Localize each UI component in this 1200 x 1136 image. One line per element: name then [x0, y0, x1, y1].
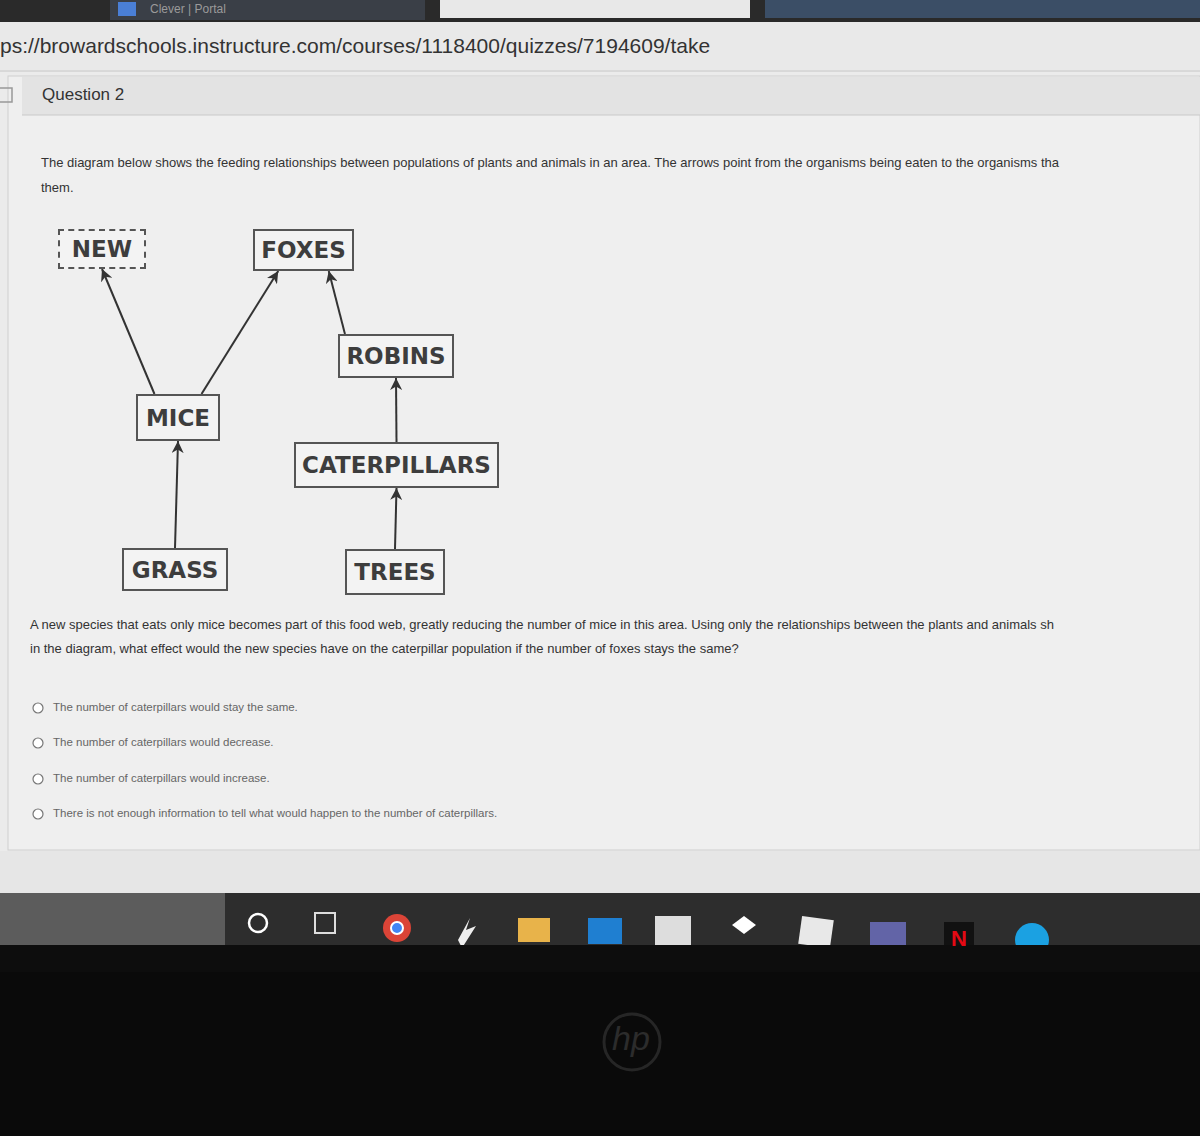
- laptop-logo: hp: [612, 1018, 650, 1059]
- organism-name: GRASS: [132, 557, 219, 583]
- feeding-arrow: [102, 269, 154, 394]
- taskview-icon: [315, 913, 335, 933]
- store-icon: [655, 916, 691, 948]
- tab-icon: [118, 2, 136, 16]
- laptop-bezel: [0, 972, 1200, 1136]
- page-bottom: [0, 851, 1200, 893]
- dropbox-icon: [732, 916, 756, 934]
- mail-icon: [588, 918, 622, 944]
- browser-tab: [440, 0, 750, 18]
- organism-box: CATERPILLARS: [294, 442, 499, 488]
- chrome-icon: [391, 922, 403, 934]
- question-title: Question 2: [42, 85, 124, 105]
- radio-button: [33, 809, 43, 819]
- feeding-arrow: [395, 378, 398, 442]
- feeding-arrow: [395, 488, 397, 549]
- divider: [22, 115, 1200, 116]
- start-icon: [249, 914, 267, 932]
- question-text: A new species that eats only mice become…: [30, 617, 1054, 633]
- organism-name: TREES: [354, 559, 435, 585]
- organism-box: MICE: [136, 394, 220, 441]
- organism-name: ROBINS: [346, 343, 445, 369]
- question-header: [22, 77, 1200, 115]
- organism-name: CATERPILLARS: [302, 452, 491, 478]
- feeding-arrow: [175, 441, 178, 548]
- app-icon: [798, 916, 834, 948]
- organism-box: GRASS: [122, 548, 228, 591]
- feeding-arrow: [202, 271, 279, 394]
- app-icon: [458, 918, 476, 948]
- organism-box: TREES: [345, 549, 445, 595]
- logo-ring: [604, 1014, 660, 1070]
- flag-icon: [0, 88, 12, 102]
- organism-box: NEW: [58, 229, 146, 269]
- laptop-bezel: [0, 945, 1200, 1136]
- browser-tab-title: Clever | Portal: [150, 2, 226, 16]
- radio-button: [33, 703, 43, 713]
- answer-option: The number of caterpillars would increas…: [53, 772, 270, 786]
- browser-tab: [110, 0, 425, 20]
- answer-option: The number of caterpillars would stay th…: [53, 701, 298, 715]
- answer-option: There is not enough information to tell …: [53, 807, 497, 821]
- browser-tab: [765, 0, 1200, 18]
- url-text: ps://browardschools.instructure.com/cour…: [0, 33, 710, 58]
- question-text: The diagram below shows the feeding rela…: [41, 155, 1059, 171]
- answer-option: The number of caterpillars would decreas…: [53, 736, 274, 750]
- question-text: in the diagram, what effect would the ne…: [30, 641, 739, 657]
- radio-button: [33, 774, 43, 784]
- address-bar: [0, 22, 1200, 72]
- feeding-arrow: [329, 271, 345, 334]
- organism-name: MICE: [146, 405, 210, 431]
- netflix-letter: N: [951, 926, 967, 952]
- organism-name: NEW: [72, 236, 132, 262]
- radio-button: [33, 738, 43, 748]
- tab-bar: [0, 0, 1200, 22]
- chrome-icon: [383, 914, 411, 942]
- folder-icon: [518, 918, 550, 942]
- question-panel: [8, 76, 1200, 850]
- organism-box: ROBINS: [338, 334, 454, 378]
- taskbar: [225, 893, 1200, 945]
- organism-box: FOXES: [253, 229, 354, 271]
- question-text: them.: [41, 180, 74, 196]
- organism-name: FOXES: [261, 237, 345, 263]
- divider: [0, 71, 1200, 72]
- taskbar-search: [0, 893, 225, 945]
